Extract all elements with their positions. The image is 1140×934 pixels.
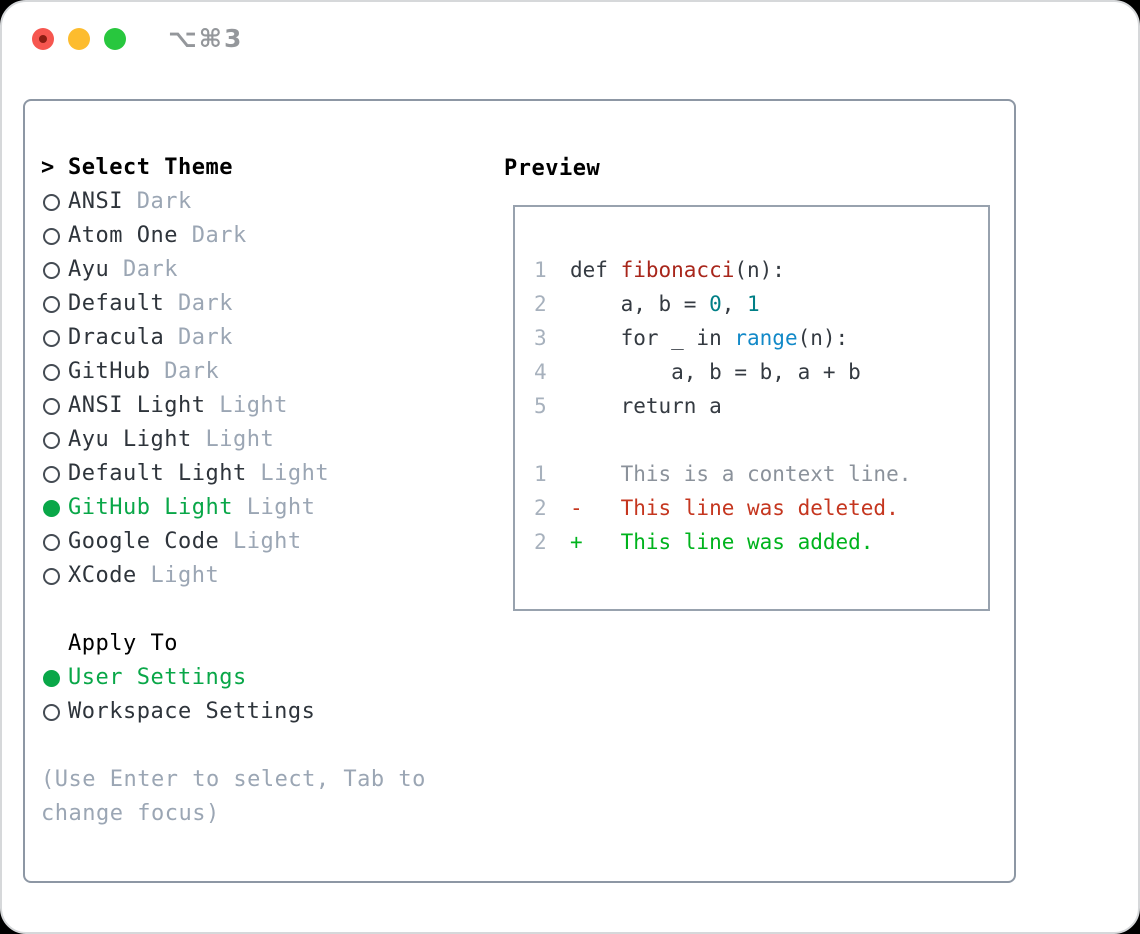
theme-option-ayu[interactable]: Ayu Dark xyxy=(41,253,481,287)
keyboard-hint: (Use Enter to select, Tab to change focu… xyxy=(41,763,481,831)
prompt-icon: > xyxy=(41,155,55,180)
title-bar: ⌥⌘3 xyxy=(2,2,1138,76)
radio-icon xyxy=(43,465,60,483)
theme-option-dracula[interactable]: Dracula Dark xyxy=(41,321,481,355)
zoom-button[interactable] xyxy=(104,28,126,50)
code-line: 1 This is a context line. xyxy=(534,457,911,491)
code-segment-deleted: - This line was deleted. xyxy=(570,496,899,520)
code-segment-builtin: range xyxy=(734,326,798,350)
theme-option-label: Default Light Light xyxy=(68,461,330,486)
theme-option-label: ANSI Dark xyxy=(68,189,192,214)
line-number: 5 xyxy=(534,394,547,418)
code-segment-added: + This line was added. xyxy=(570,530,874,554)
apply-to-header: Apply To xyxy=(68,631,178,656)
spacer xyxy=(41,593,481,627)
theme-option-label: Ayu Dark xyxy=(68,257,178,282)
code-line: 1 def fibonacci(n): xyxy=(534,253,911,287)
theme-option-ansi[interactable]: ANSI Dark xyxy=(41,185,481,219)
theme-option-label: Atom One Dark xyxy=(68,223,247,248)
radio-icon xyxy=(43,193,60,211)
theme-option-label: GitHub Light Light xyxy=(68,495,316,520)
code-line xyxy=(534,423,911,457)
line-number: 2 xyxy=(534,292,547,316)
code-segment-func: fibonacci xyxy=(620,258,735,282)
theme-option-ayu-light[interactable]: Ayu Light Light xyxy=(41,423,481,457)
close-button[interactable] xyxy=(32,28,54,50)
theme-option-xcode[interactable]: XCode Light xyxy=(41,559,481,593)
theme-option-label: GitHub Dark xyxy=(68,359,220,384)
apply-option-label: User Settings xyxy=(68,665,247,690)
code-segment-plain: return a xyxy=(570,394,722,418)
window-title: ⌥⌘3 xyxy=(168,24,244,53)
radio-icon xyxy=(43,295,60,313)
radio-icon xyxy=(43,227,60,245)
line-number: 2 xyxy=(534,530,547,554)
select-theme-header-row: > Select Theme xyxy=(41,151,481,185)
code-segment-plain: for _ in xyxy=(570,326,735,350)
code-segment-plain: a, b = xyxy=(570,292,710,316)
preview-header: Preview xyxy=(504,155,601,181)
theme-option-ansi-light[interactable]: ANSI Light Light xyxy=(41,389,481,423)
radio-icon xyxy=(43,703,60,721)
radio-icon xyxy=(43,431,60,449)
theme-option-label: Dracula Dark xyxy=(68,325,233,350)
line-number: 1 xyxy=(534,462,547,486)
code-segment-num: 0 xyxy=(709,292,722,316)
radio-selected-icon xyxy=(43,499,60,517)
line-number: 1 xyxy=(534,258,547,282)
code-segment-plain: (n): xyxy=(734,258,785,282)
hint-line-2: change focus) xyxy=(41,801,220,826)
code-line: 2 + This line was added. xyxy=(534,525,911,559)
radio-icon xyxy=(43,261,60,279)
theme-option-atom-one[interactable]: Atom One Dark xyxy=(41,219,481,253)
theme-option-google-code[interactable]: Google Code Light xyxy=(41,525,481,559)
code-line: 4 a, b = b, a + b xyxy=(534,355,911,389)
code-line: 2 a, b = 0, 1 xyxy=(534,287,911,321)
theme-option-default[interactable]: Default Dark xyxy=(41,287,481,321)
theme-option-label: XCode Light xyxy=(68,563,220,588)
radio-icon xyxy=(43,363,60,381)
radio-icon xyxy=(43,567,60,585)
line-number: 4 xyxy=(534,360,547,384)
radio-icon xyxy=(43,533,60,551)
theme-option-label: Default Dark xyxy=(68,291,233,316)
code-line: 2 - This line was deleted. xyxy=(534,491,911,525)
code-segment-plain: def xyxy=(570,258,621,282)
theme-option-github[interactable]: GitHub Dark xyxy=(41,355,481,389)
theme-option-label: Google Code Light xyxy=(68,529,302,554)
minimize-button[interactable] xyxy=(68,28,90,50)
hint-line-1: (Use Enter to select, Tab to xyxy=(41,767,426,792)
apply-to-header-row: Apply To xyxy=(41,627,481,661)
code-segment-num: 1 xyxy=(747,292,760,316)
select-theme-header: Select Theme xyxy=(68,155,233,180)
theme-option-label: ANSI Light Light xyxy=(68,393,288,418)
line-number: 3 xyxy=(534,326,547,350)
theme-option-label: Ayu Light Light xyxy=(68,427,275,452)
apply-option-label: Workspace Settings xyxy=(68,699,316,724)
code-segment-plain: a, b = b, a + b xyxy=(570,360,861,384)
theme-option-github-light[interactable]: GitHub Light Light xyxy=(41,491,481,525)
radio-icon xyxy=(43,397,60,415)
spacer xyxy=(41,729,481,763)
code-segment-context: This is a context line. xyxy=(570,462,912,486)
code-segment-plain: , xyxy=(721,292,748,316)
code-line: 5 return a xyxy=(534,389,911,423)
apply-option-workspace-settings[interactable]: Workspace Settings xyxy=(41,695,481,729)
theme-option-default-light[interactable]: Default Light Light xyxy=(41,457,481,491)
code-line: 3 for _ in range(n): xyxy=(534,321,911,355)
radio-icon xyxy=(43,329,60,347)
code-segment-plain: (n): xyxy=(797,326,849,350)
line-number: 2 xyxy=(534,496,547,520)
radio-selected-icon xyxy=(43,669,60,687)
apply-option-user-settings[interactable]: User Settings xyxy=(41,661,481,695)
